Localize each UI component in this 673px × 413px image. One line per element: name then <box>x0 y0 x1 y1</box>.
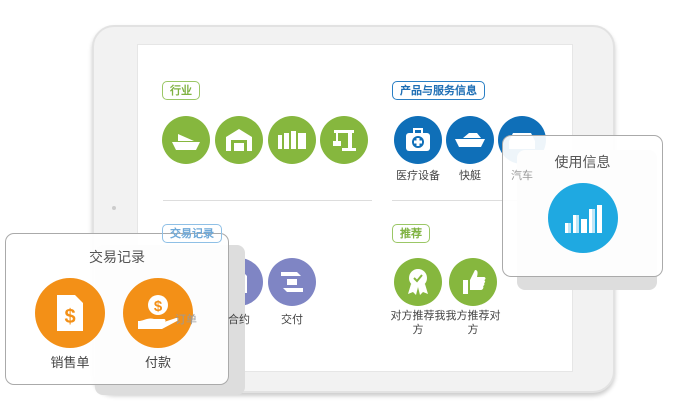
transaction-card-title: 交易记录 <box>89 250 145 266</box>
yacht-icon[interactable] <box>446 116 494 164</box>
award-icon[interactable] <box>394 258 442 306</box>
transaction-label: 合约 <box>228 313 250 326</box>
sales-order-label: 销售单 <box>50 356 90 371</box>
product-label: 医疗设备 <box>396 169 440 182</box>
recommend-label: 我方推荐对方 <box>445 309 501 336</box>
crane-icon[interactable] <box>320 116 368 164</box>
warehouse-icon[interactable] <box>215 116 263 164</box>
ship-icon[interactable] <box>162 116 210 164</box>
industry-badge: 行业 <box>162 81 200 100</box>
thumbs-up-icon[interactable] <box>449 258 497 306</box>
divider <box>392 200 547 201</box>
svg-text:$: $ <box>64 306 75 328</box>
transactions-badge: 交易记录 <box>162 224 222 243</box>
product-label: 汽车 <box>511 169 533 182</box>
delivery-icon[interactable] <box>268 258 316 306</box>
recommend-label: 对方推荐我方 <box>390 309 446 336</box>
bar-chart-icon[interactable] <box>548 183 618 253</box>
payment-label: 付款 <box>144 356 171 371</box>
products-badge: 产品与服务信息 <box>392 81 485 100</box>
payment-hand-icon[interactable]: $ <box>123 278 193 348</box>
medical-kit-icon[interactable] <box>394 116 442 164</box>
transaction-label: 订单 <box>175 313 197 326</box>
invoice-dollar-icon[interactable]: $ <box>35 278 105 348</box>
product-label: 快艇 <box>459 169 481 182</box>
usage-info-title: 使用信息 <box>554 155 611 171</box>
transaction-label: 交付 <box>281 313 303 326</box>
tablet-camera <box>112 206 116 210</box>
divider <box>163 200 372 201</box>
factory-icon[interactable] <box>268 116 316 164</box>
svg-text:$: $ <box>154 298 163 315</box>
recommend-badge: 推荐 <box>392 224 430 243</box>
